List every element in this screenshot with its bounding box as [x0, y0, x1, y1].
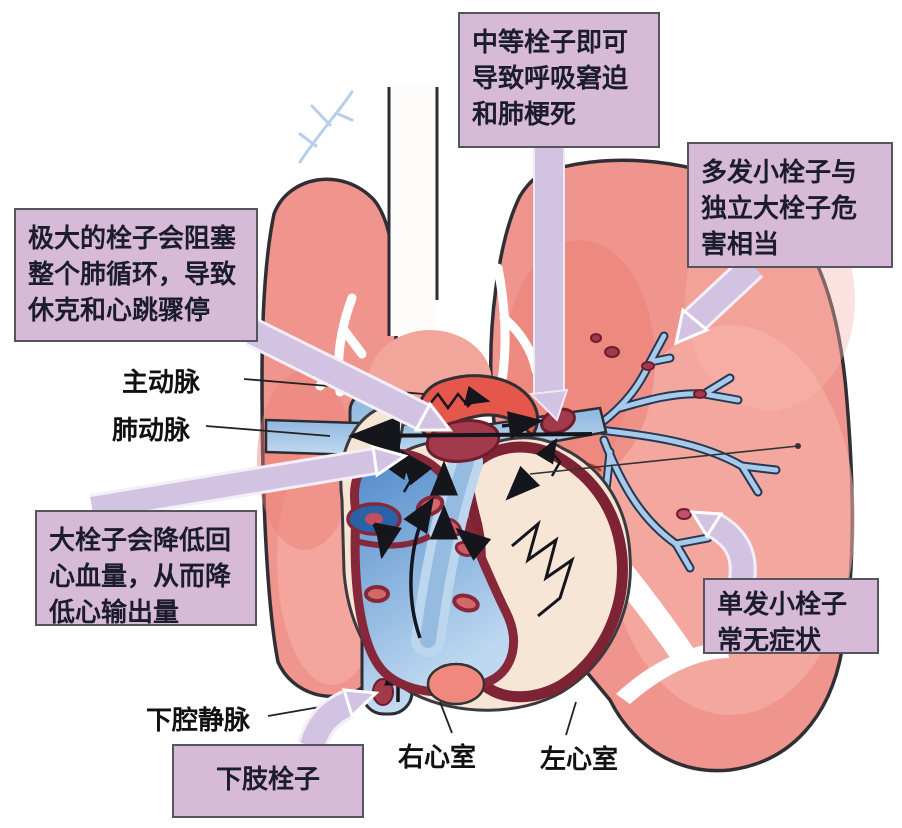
label-left-ventricle: 左心室 — [540, 745, 619, 775]
callout-massive-embolus: 极大的栓子会阻塞 整个肺循环，导致 休克和心跳骤停 — [14, 208, 258, 342]
arrow-from-multiple-emboli-box — [673, 255, 764, 346]
callout-medium-embolus: 中等栓子即可 导致呼吸窘迫 和肺梗死 — [458, 12, 660, 148]
flow-arrows — [348, 411, 593, 639]
arrow-from-large-embolus-box — [89, 444, 409, 522]
horizontal-fissure-line — [529, 443, 801, 475]
arrow-from-single-embolus-box — [689, 510, 757, 582]
trachea — [387, 86, 439, 336]
callout-large-embolus: 大栓子会降低回 心血量，从而降 低心输出量 — [35, 510, 257, 628]
label-inferior-vena-cava: 下腔静脉 — [146, 706, 251, 736]
label-aorta: 主动脉 — [122, 368, 201, 398]
label-right-ventricle: 右心室 — [398, 743, 477, 773]
callout-multiple-small-emboli: 多发小栓子与 独立大栓子危 害相当 — [687, 142, 893, 268]
callout-single-small-embolus: 单发小栓子 常无症状 — [703, 578, 879, 656]
small-emboli — [590, 333, 707, 520]
heart-apex-bump — [426, 662, 486, 706]
aorta-flow-zigzag — [427, 385, 491, 411]
callout-leg-embolus: 下肢栓子 — [172, 744, 364, 818]
arrow-from-massive-embolus-box — [245, 318, 454, 432]
single-small-embolus-dot — [676, 508, 692, 520]
arrow-from-leg-embolus-box — [297, 688, 380, 751]
callout-arrows — [89, 145, 764, 751]
label-pulmonary-artery: 肺动脉 — [112, 416, 191, 446]
arrow-from-medium-embolus-box — [528, 145, 569, 422]
conduction-zigzag — [511, 519, 575, 618]
apical-vessels — [298, 90, 354, 164]
